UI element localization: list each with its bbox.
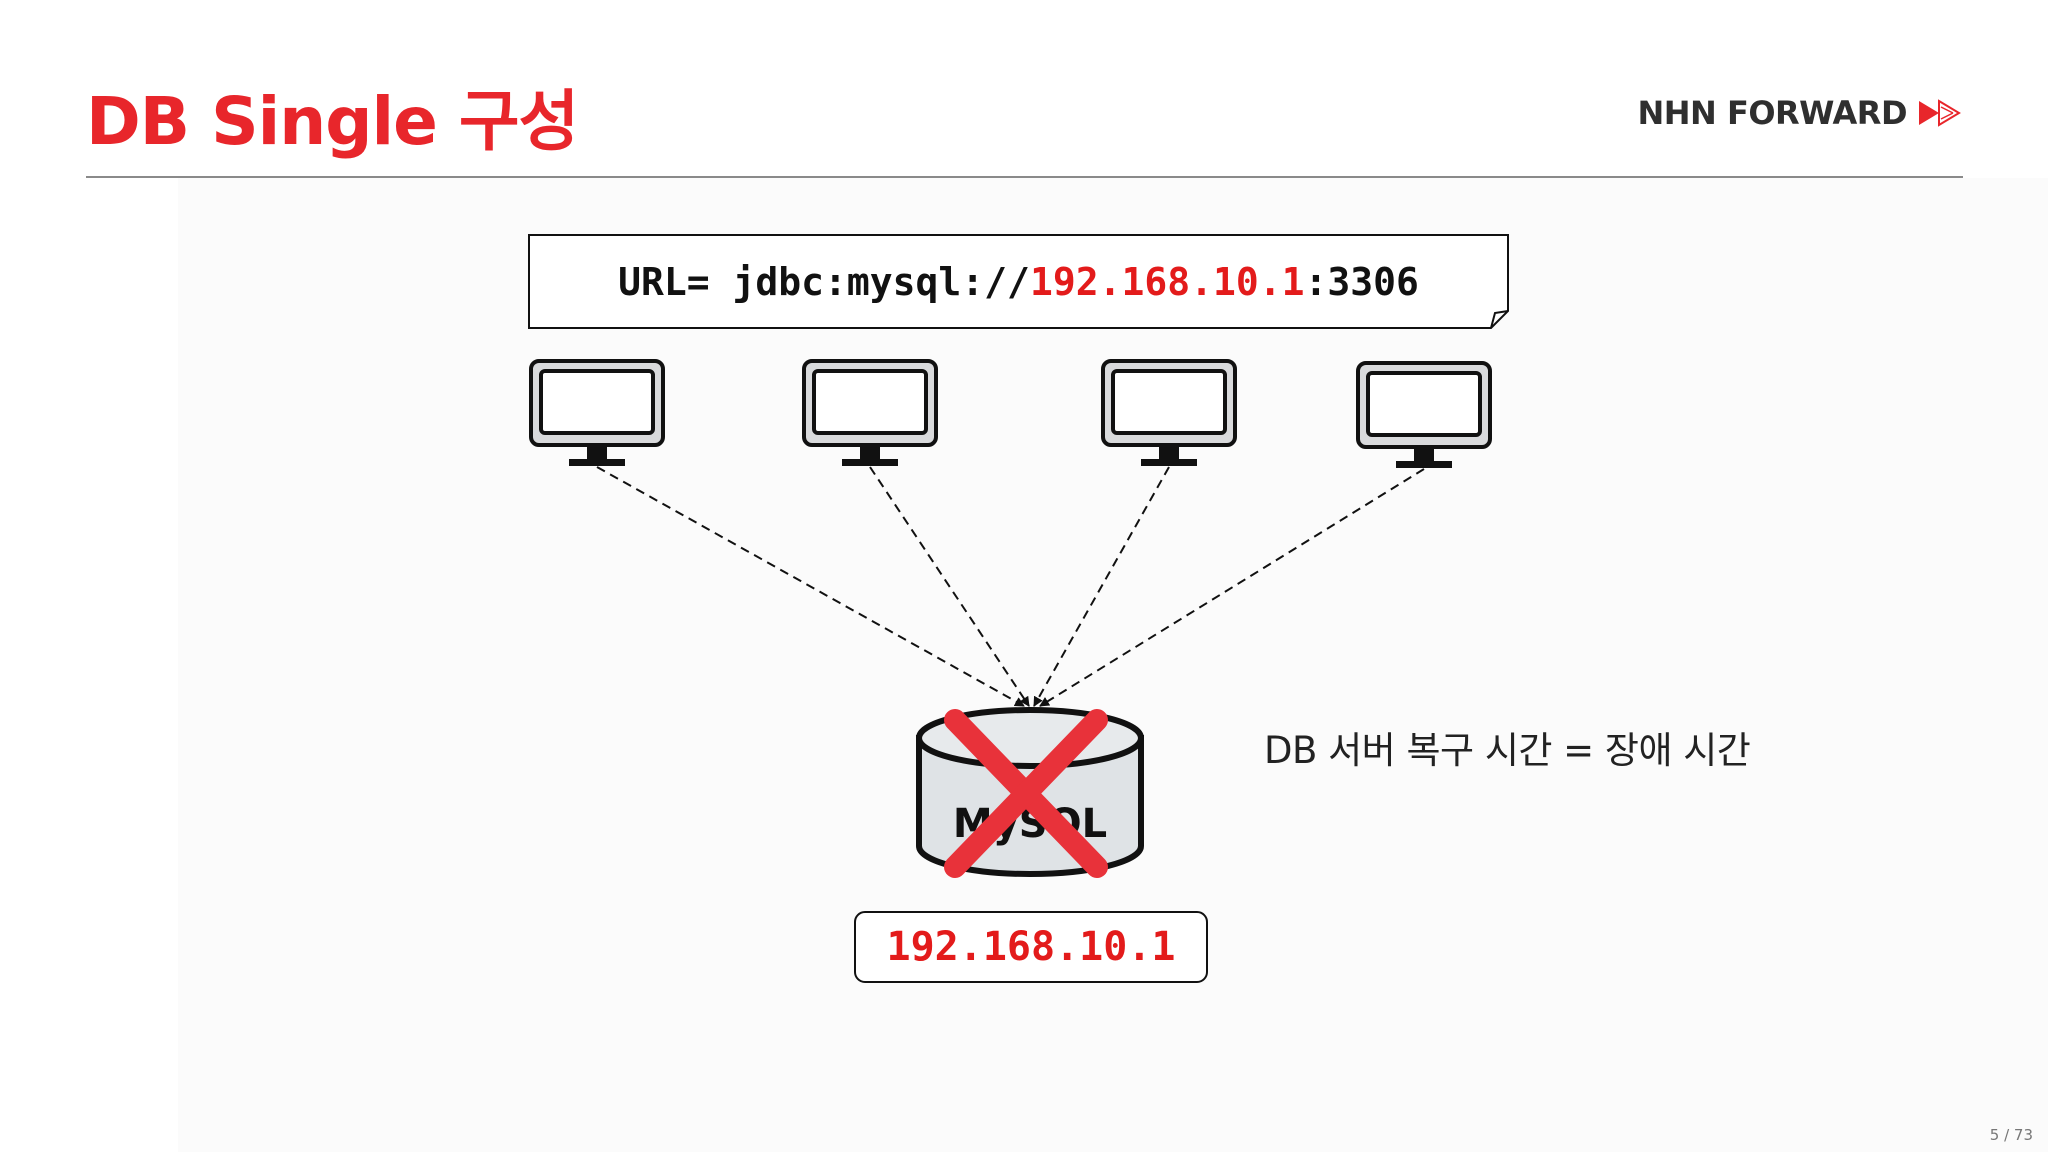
connection-ip: 192.168.10.1 (1029, 260, 1305, 304)
slide-canvas (178, 178, 2048, 1152)
brand-logo: NHN FORWARD (1637, 94, 1963, 132)
recovery-time-note: DB 서버 복구 시간 = 장애 시간 (1264, 729, 1751, 772)
client-computer-icon (1101, 359, 1237, 468)
header-divider (86, 176, 1963, 178)
slide-title: DB Single 구성 (86, 83, 579, 160)
page-number: 5 / 73 (1989, 1126, 2033, 1144)
connection-port: :3306 (1304, 260, 1419, 304)
db-ip-box (854, 911, 1208, 983)
failure-x-icon (944, 709, 1108, 878)
client-computer-icon (802, 359, 938, 468)
connection-line (1033, 466, 1170, 707)
client-computer-icon (1356, 361, 1492, 470)
connection-line (869, 466, 1030, 707)
forward-arrows-icon (1919, 99, 1961, 127)
connection-line (596, 466, 1025, 707)
connection-line (1039, 468, 1425, 707)
brand-text: NHN FORWARD (1637, 94, 1907, 132)
client-computer-icon (529, 359, 665, 468)
connection-prefix: URL= jdbc:mysql:// (618, 260, 1030, 304)
db-ip-label: 192.168.10.1 (886, 924, 1176, 970)
connection-string-box (528, 234, 1509, 329)
connection-string: URL= jdbc:mysql://192.168.10.1:3306 (529, 236, 1508, 328)
